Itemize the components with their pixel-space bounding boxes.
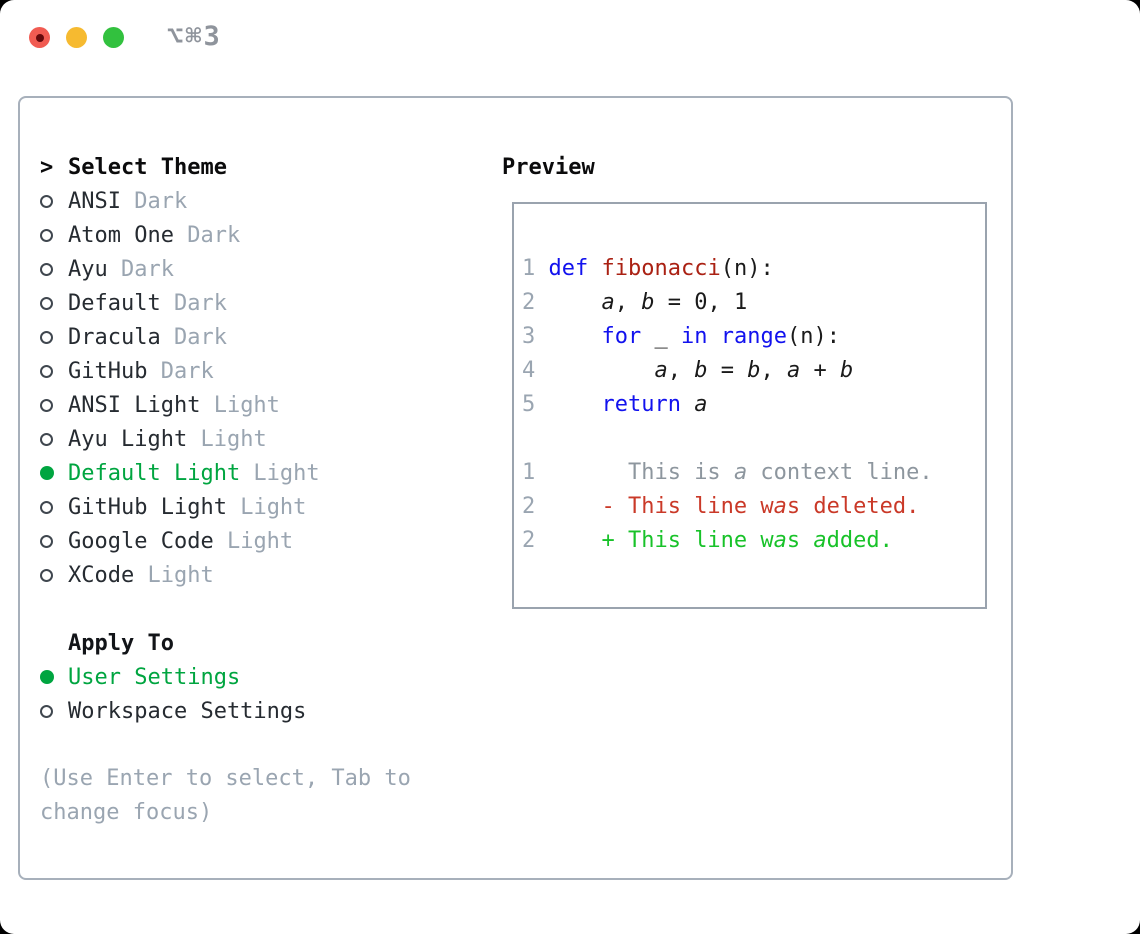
code-line: 1 This is a context line. (522, 460, 933, 485)
line-number: 3 (522, 324, 536, 349)
radio-icon (40, 364, 68, 378)
theme-variant: Light (134, 562, 214, 588)
code-line: 1 def fibonacci(n): (522, 256, 774, 281)
theme-option-ayu-light-light[interactable]: Ayu Light Light (40, 422, 490, 456)
theme-option-github-dark[interactable]: GitHub Dark (40, 354, 490, 388)
radio-icon (40, 194, 68, 208)
theme-variant: Dark (160, 290, 227, 316)
line-number: 2 (522, 494, 536, 519)
zoom-button[interactable] (103, 27, 124, 48)
prompt-icon: > (40, 154, 54, 180)
apply-to-header-row: Apply To (40, 626, 490, 660)
line-number: 5 (522, 392, 536, 417)
theme-name: ANSI Light (68, 392, 201, 418)
preview-header: Preview (502, 154, 595, 180)
theme-option-default-dark[interactable]: Default Dark (40, 286, 490, 320)
line-number: 2 (522, 290, 536, 315)
theme-name: Ayu (68, 256, 108, 282)
theme-name: GitHub (68, 358, 148, 384)
code-line: 2 - This line was deleted. (522, 494, 920, 519)
theme-name: Dracula (68, 324, 161, 350)
theme-name: Atom One (68, 222, 174, 248)
theme-variant: Dark (173, 222, 241, 248)
radio-icon (40, 432, 68, 446)
minimize-button[interactable] (66, 27, 87, 48)
theme-name: XCode (68, 562, 135, 588)
theme-name: Ayu Light (68, 426, 188, 452)
radio-icon (40, 262, 68, 276)
radio-icon (40, 466, 68, 480)
theme-option-google-code-light[interactable]: Google Code Light (40, 524, 490, 558)
close-button[interactable] (29, 27, 50, 48)
apply-option-label: Workspace Settings (68, 698, 307, 724)
unsaved-dot-icon (35, 33, 44, 42)
theme-variant: Dark (120, 188, 188, 214)
apply-option-workspace-settings[interactable]: Workspace Settings (40, 694, 490, 728)
radio-icon (40, 500, 68, 514)
radio-icon (40, 670, 68, 684)
line-number: 1 (522, 460, 536, 485)
apply-option-user-settings[interactable]: User Settings (40, 660, 490, 694)
theme-variant: Light (226, 494, 307, 520)
theme-option-ansi-light-light[interactable]: ANSI Light Light (40, 388, 490, 422)
select-theme-header-row: > Select Theme (40, 150, 490, 184)
radio-icon (40, 330, 68, 344)
theme-name: GitHub Light (68, 494, 227, 520)
code-line: 3 for _ in range(n): (522, 324, 840, 349)
code-line: 5 return a (522, 392, 708, 417)
theme-option-github-light-light[interactable]: GitHub Light Light (40, 490, 490, 524)
code-line: 4 a, b = b, a + b (522, 358, 854, 383)
theme-name: Default (68, 290, 161, 316)
code-line (522, 422, 977, 456)
apply-to-header: Apply To (68, 630, 174, 656)
theme-variant: Dark (107, 256, 174, 282)
spacer (40, 592, 490, 626)
code-line: 2 a, b = 0, 1 (522, 290, 748, 315)
theme-option-dracula-dark[interactable]: Dracula Dark (40, 320, 490, 354)
radio-icon (40, 534, 68, 548)
theme-option-ayu-dark[interactable]: Ayu Dark (40, 252, 490, 286)
line-number: 4 (522, 358, 536, 383)
titlebar (29, 27, 124, 48)
apply-option-label: User Settings (68, 664, 241, 690)
theme-variant: Light (240, 460, 320, 486)
radio-icon (40, 398, 68, 412)
radio-icon (40, 228, 68, 242)
theme-variant: Dark (160, 324, 227, 350)
theme-option-xcode-light[interactable]: XCode Light (40, 558, 490, 592)
select-theme-header: Select Theme (68, 154, 227, 180)
radio-icon (40, 704, 68, 718)
window-title: ⌥⌘3 (167, 21, 222, 52)
theme-option-default-light-light[interactable]: Default Light Light (40, 456, 490, 490)
radio-icon (40, 568, 68, 582)
line-number: 2 (522, 528, 536, 553)
theme-variant: Light (187, 426, 267, 452)
help-text: (Use Enter to select, Tab to change focu… (40, 766, 411, 825)
theme-option-ansi-dark[interactable]: ANSI Dark (40, 184, 490, 218)
preview-box: 1 def fibonacci(n): 2 a, b = 0, 1 3 for _ … (512, 202, 987, 609)
theme-name: Google Code (68, 528, 214, 554)
line-number: 1 (522, 256, 536, 281)
radio-icon (40, 296, 68, 310)
code-line: 2 + This line was added. (522, 528, 893, 553)
theme-variant: Light (200, 392, 280, 418)
theme-name: Default Light (68, 460, 241, 486)
theme-variant: Light (213, 528, 294, 554)
theme-name: ANSI (68, 188, 121, 214)
theme-variant: Dark (147, 358, 214, 384)
theme-option-atom-one-dark[interactable]: Atom One Dark (40, 218, 490, 252)
